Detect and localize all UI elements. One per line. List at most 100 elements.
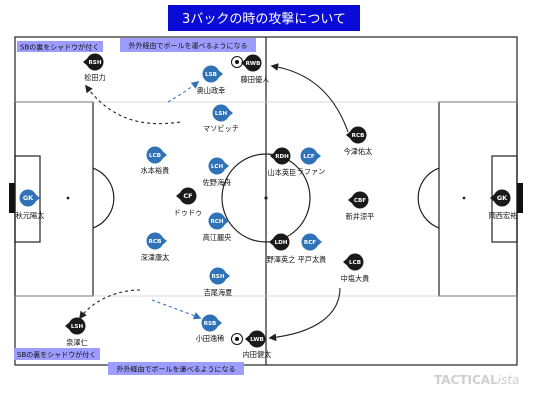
player-role: CF — [183, 192, 192, 200]
player-token — [86, 53, 104, 71]
player-role: GK — [497, 194, 508, 202]
player-role: LDH — [275, 240, 288, 246]
player-name: 秋元陽太 — [16, 211, 45, 220]
player-token — [68, 317, 86, 335]
player-role: RCB — [149, 239, 162, 245]
player-name: 小田逸稀 — [196, 334, 225, 343]
player-role: LSH — [215, 111, 228, 117]
player-token — [201, 314, 219, 332]
left-penalty-arc — [92, 167, 115, 229]
player-role: LSH — [71, 324, 84, 330]
player-role: RSH — [211, 274, 224, 280]
arrow-rwb-carry — [270, 63, 349, 133]
note-ball-carry-bottom-box — [108, 362, 244, 375]
movement-arrows — [79, 63, 349, 342]
left-penalty-spot — [66, 196, 70, 200]
player-lsh-blue: LSH — [212, 104, 233, 122]
player-token — [208, 212, 226, 230]
player-token — [19, 189, 37, 207]
player-token — [212, 104, 230, 122]
player-name: 吉尾海夏 — [204, 288, 233, 297]
player-role: LCF — [303, 154, 315, 160]
player-rcb-blue: RCB — [146, 232, 167, 250]
player-name: 松田力 — [84, 73, 106, 82]
player-rsh-blue: RSH — [209, 267, 230, 285]
player-rch-blue: RCH — [208, 212, 229, 230]
player-name: 山本英臣 — [268, 168, 297, 177]
player-lsh-black: LSH — [65, 317, 86, 335]
note-sb-shadow-bottom: SBの裏をシャドウが付く — [17, 350, 96, 359]
title-banner — [168, 5, 360, 31]
player-role: GK — [23, 194, 34, 202]
player-role: RWB — [246, 61, 261, 67]
player-role: CBF — [354, 198, 366, 204]
player-role: RDH — [275, 154, 289, 160]
watermark: TACTICALista — [434, 373, 519, 387]
player-role: LCH — [211, 164, 224, 170]
player-token — [349, 126, 367, 144]
page-title: 3バックの時の攻撃について — [182, 11, 346, 27]
player-token — [202, 65, 220, 83]
player-token — [300, 147, 318, 165]
player-role: RSH — [88, 60, 101, 66]
player-name: ラファン — [297, 167, 326, 176]
player-name: 岡西宏祐 — [489, 211, 518, 220]
player-role: RCB — [352, 133, 365, 139]
note-ball-carry-top-box — [120, 38, 256, 52]
centre-spot — [264, 196, 268, 200]
player-name: 新井涼平 — [346, 212, 375, 221]
player-role: RSB — [204, 321, 217, 327]
players-layer: GK秋元陽太LCB水本裕貴RCB深津康太CFドゥドゥLCH佐野海舟RCH高江麗央… — [16, 53, 518, 359]
player-token — [244, 54, 262, 72]
player-rsb-blue: RSB — [201, 314, 222, 332]
right-goal — [517, 183, 523, 213]
player-lwb-black: LWB — [245, 330, 266, 348]
ball-icon — [231, 56, 243, 68]
player-ldh-black: LDH — [269, 233, 290, 251]
pitch — [14, 36, 518, 366]
player-name: 野澤英之 — [267, 255, 296, 264]
player-name: 泉澤仁 — [66, 338, 88, 347]
player-role: RCH — [210, 219, 223, 225]
player-token — [493, 189, 511, 207]
player-token — [208, 157, 226, 175]
player-name: 藤田優人 — [241, 75, 270, 84]
note-sb-shadow-bottom-box — [14, 348, 100, 360]
player-lcb-black: LCB — [343, 253, 364, 271]
player-name: 今津佑太 — [344, 147, 373, 156]
player-role: LCB — [349, 260, 361, 266]
player-token — [301, 233, 319, 251]
player-role: LCB — [149, 153, 161, 159]
player-cbf-black: CBF — [348, 191, 369, 209]
right-penalty-spot — [462, 196, 466, 200]
note-sb-shadow-top-box — [17, 41, 103, 52]
player-lsb-blue: LSB — [202, 65, 223, 83]
player-token — [146, 232, 164, 250]
player-gk-black: GK — [490, 189, 511, 207]
player-role: RCF — [304, 240, 316, 246]
player-token — [273, 147, 291, 165]
player-role: LWB — [250, 337, 264, 343]
right-penalty-arc — [417, 167, 440, 229]
player-token — [346, 253, 364, 271]
ball-icon — [231, 333, 243, 345]
arrow-lwb-carry — [268, 287, 341, 342]
player-token — [179, 187, 197, 205]
player-token — [209, 267, 227, 285]
watermark-main: TACTICAL — [434, 373, 498, 387]
note-sb-shadow-top: SBの裏をシャドウが付く — [20, 43, 99, 52]
player-token — [248, 330, 266, 348]
watermark-suffix: ista — [498, 373, 520, 387]
player-token — [272, 233, 290, 251]
player-name: 佐野海舟 — [203, 178, 232, 187]
player-rsh-black: RSH — [83, 53, 104, 71]
player-name: マソビッチ — [203, 124, 239, 133]
player-rcf-blue: RCF — [301, 233, 322, 251]
left-goal — [9, 183, 15, 213]
note-ball-carry-top: 外外経由でボールを運べるようになる — [129, 41, 248, 50]
note-ball-carry-bottom: 外外経由でボールを運べるようになる — [117, 365, 236, 374]
arrow-lsb-press — [167, 81, 200, 103]
player-token — [351, 191, 369, 209]
player-name: 高江麗央 — [203, 233, 232, 242]
